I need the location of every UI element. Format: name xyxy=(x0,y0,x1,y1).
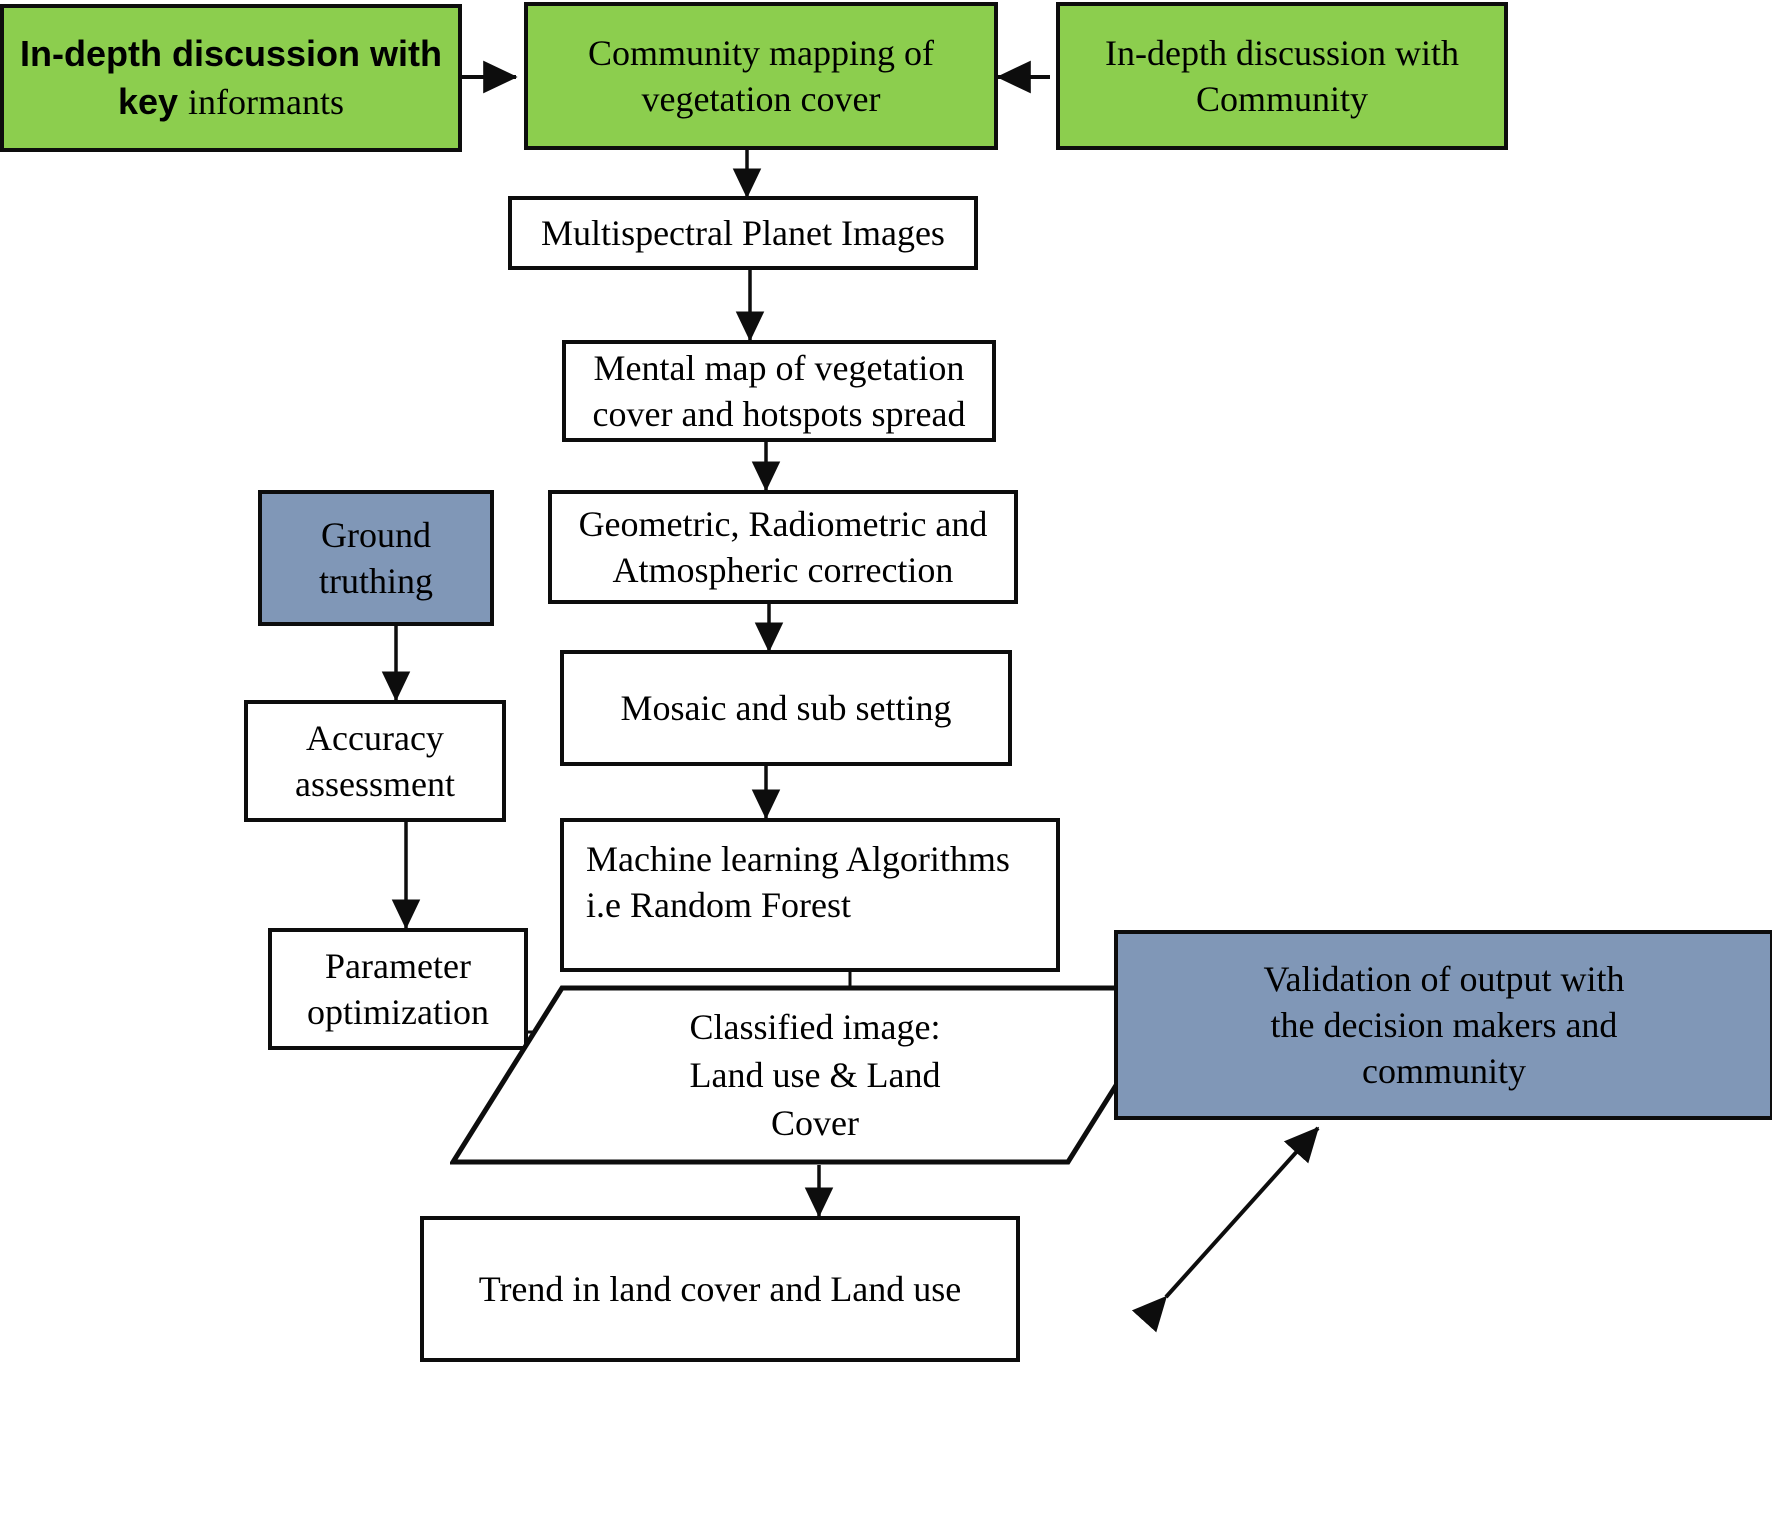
node-key-informants-label: In-depth discussion with key informants xyxy=(14,30,448,126)
node-validation[interactable]: Validation of output with the decision m… xyxy=(1114,930,1772,1120)
node-ground-truthing[interactable]: Ground truthing xyxy=(258,490,494,626)
node-community-mapping[interactable]: Community mapping of vegetation cover xyxy=(524,2,998,150)
node-community-discussion[interactable]: In-depth discussion with Community xyxy=(1056,2,1508,150)
node-corrections[interactable]: Geometric, Radiometric and Atmospheric c… xyxy=(548,490,1018,604)
edge-trend-to-validation xyxy=(1131,1126,1320,1333)
node-parameter-optimization[interactable]: Parameter optimization xyxy=(268,928,528,1050)
node-classified-image[interactable]: Classified image: Land use & Land Cover xyxy=(448,985,1182,1165)
node-accuracy-assessment[interactable]: Accuracy assessment xyxy=(244,700,506,822)
node-trend[interactable]: Trend in land cover and Land use xyxy=(420,1216,1020,1362)
node-key-informants-line1: In-depth discussion with xyxy=(20,32,442,74)
node-key-informants[interactable]: In-depth discussion with key informants xyxy=(0,4,462,152)
node-multispectral-planet-images[interactable]: Multispectral Planet Images xyxy=(508,196,978,270)
node-mosaic-sub-setting[interactable]: Mosaic and sub setting xyxy=(560,650,1012,766)
node-machine-learning[interactable]: Machine learning Algorithms i.e Random F… xyxy=(560,818,1060,972)
node-key-informants-line2-serif: informants xyxy=(188,82,345,122)
classified-image-shape xyxy=(448,985,1182,1165)
node-key-informants-line2-bold: key xyxy=(117,81,189,122)
node-mental-map[interactable]: Mental map of vegetation cover and hotsp… xyxy=(562,340,996,442)
